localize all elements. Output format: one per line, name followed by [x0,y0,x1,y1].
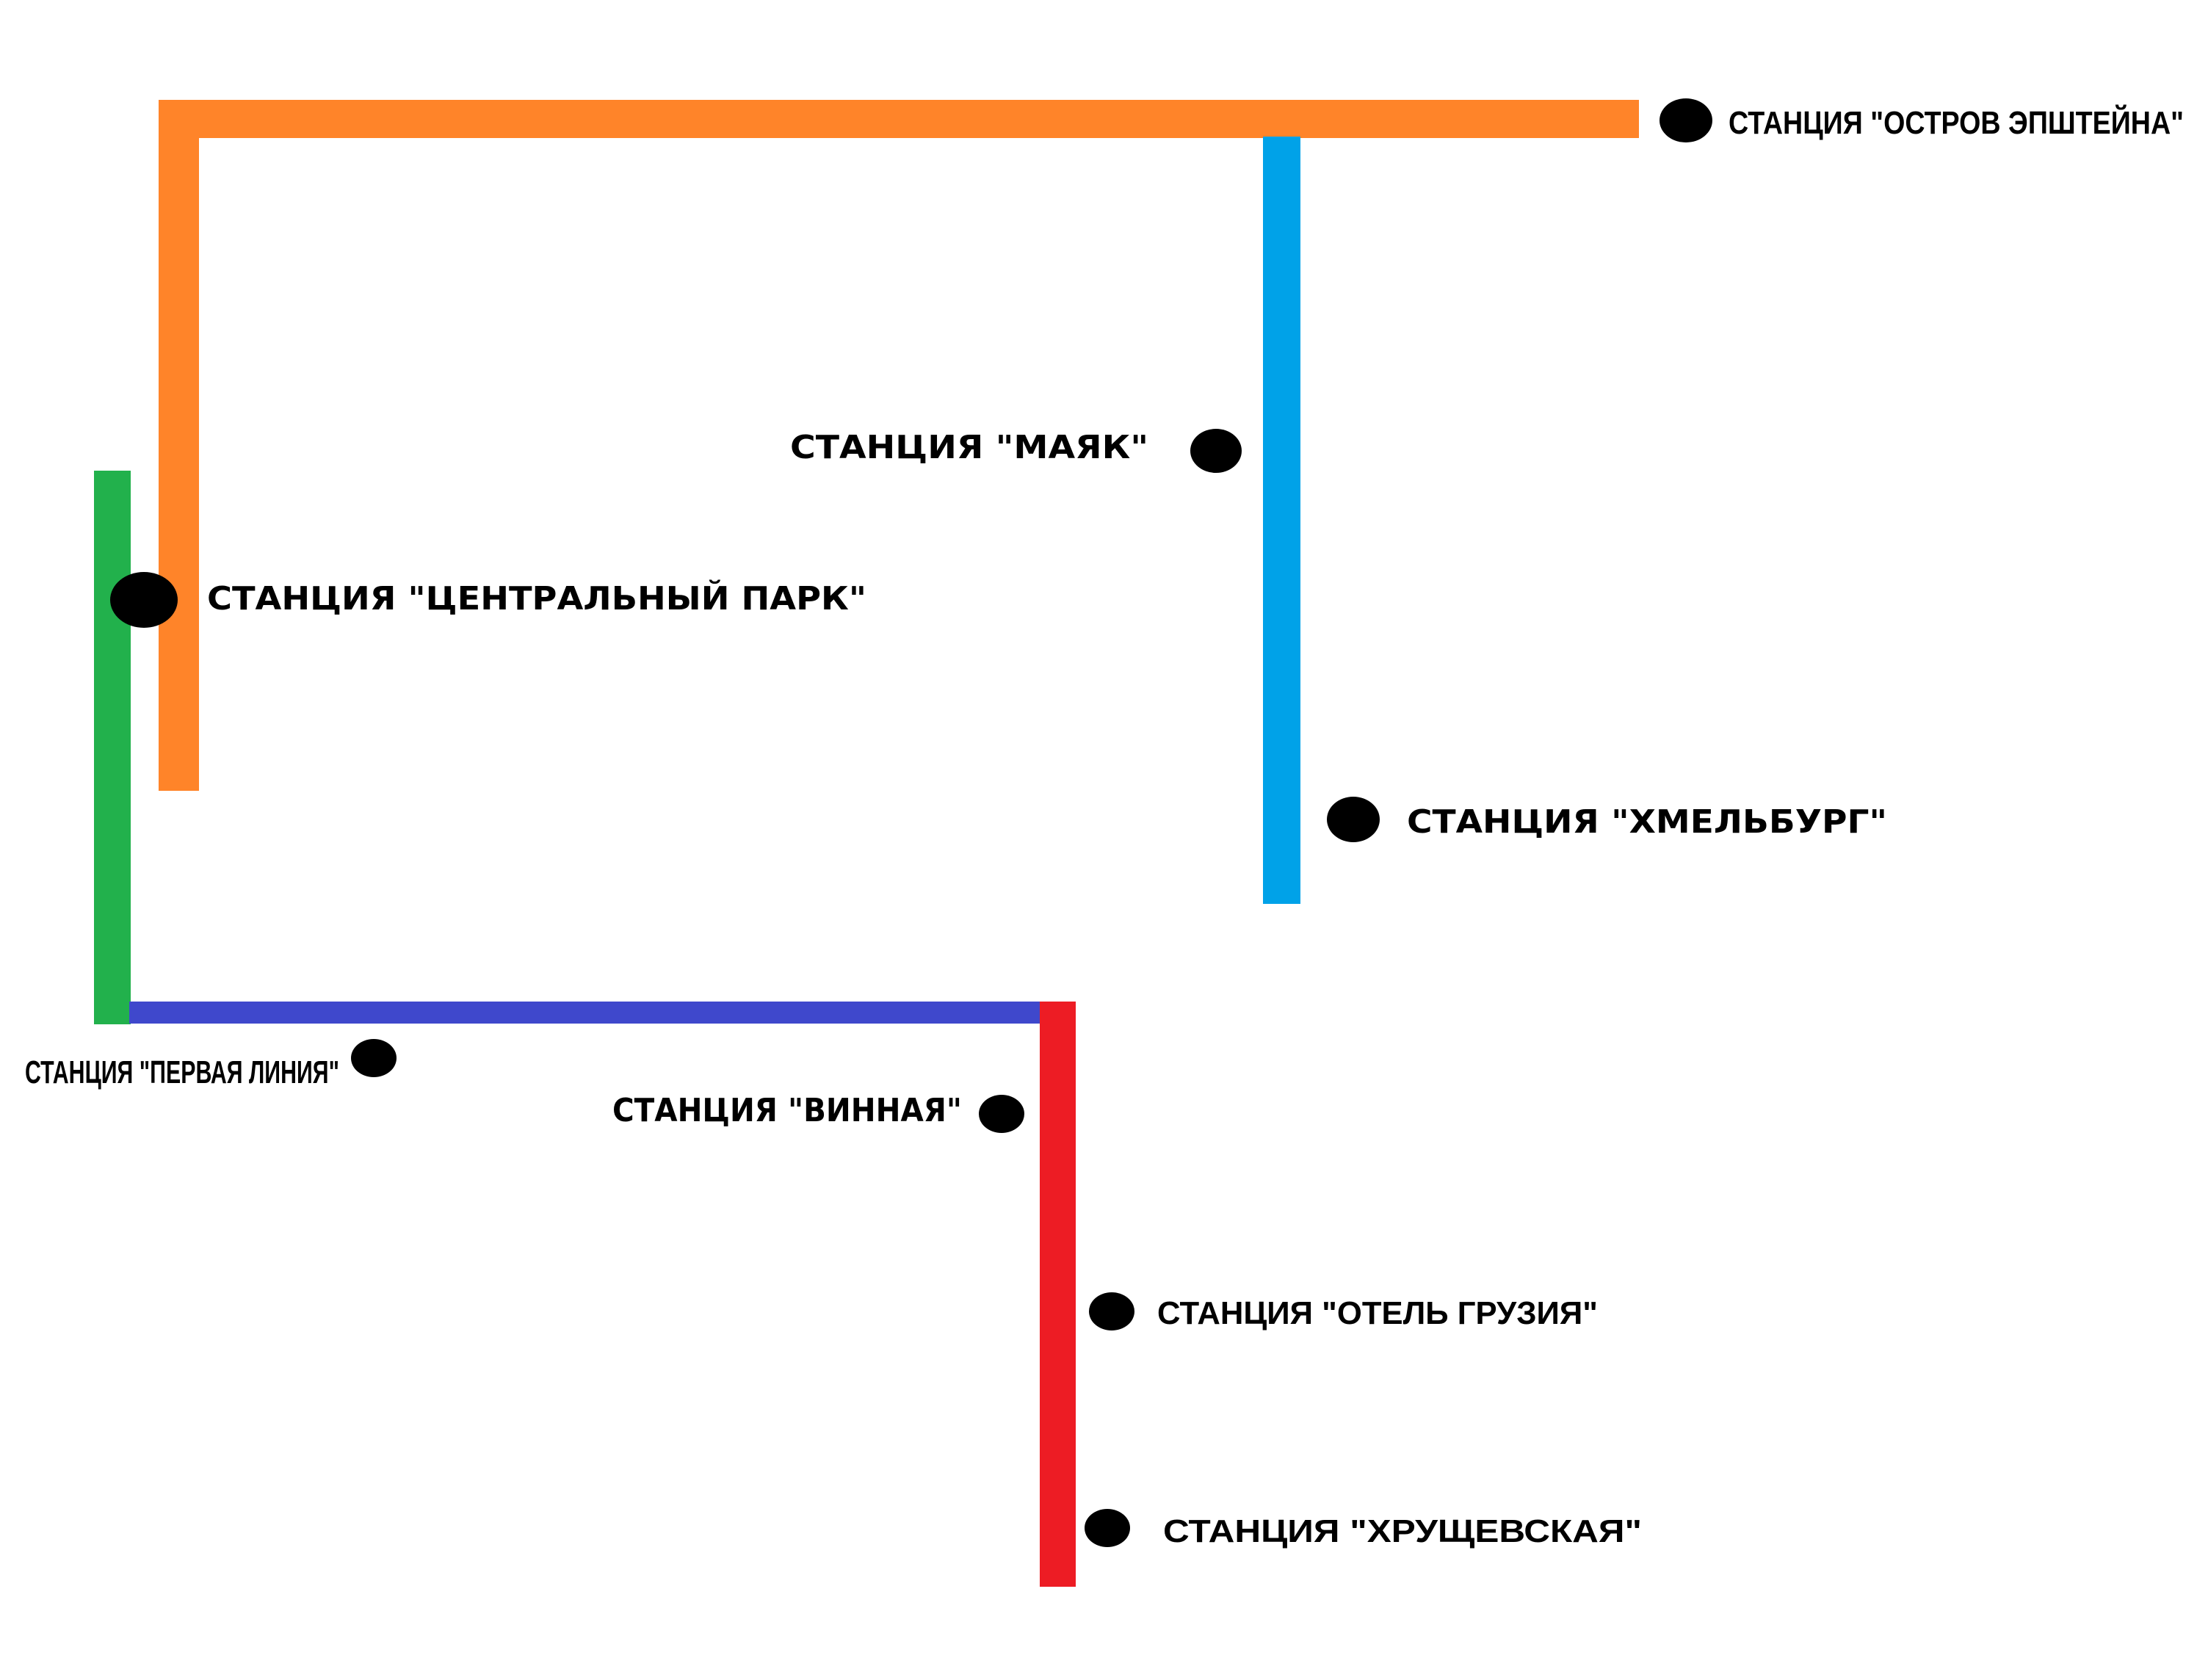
red-line-vertical-segment [1040,1002,1076,1587]
orange-line-horizontal-segment [159,100,1639,138]
green-line [94,471,131,1024]
station-label-vinnaya: СТАНЦИЯ "ВИННАЯ" [612,1092,962,1129]
station-marker-mayak [1190,429,1242,473]
blue-line [129,1002,1040,1024]
station-marker-ostrov [1659,98,1712,142]
cyan-line-vertical-segment [1263,137,1300,904]
orange-line [159,100,1639,791]
station-markers [110,98,1712,1547]
station-label-khrushchevskaya: СТАНЦИЯ "ХРУЩЕВСКАЯ" [1163,1513,1642,1549]
orange-line-vertical-segment [159,100,199,791]
station-marker-khrushchevskaya [1085,1509,1130,1547]
station-label-tsentralny: СТАНЦИЯ "ЦЕНТРАЛЬНЫЙ ПАРК" [207,579,866,618]
red-line [1040,1002,1076,1587]
station-marker-pervaya [351,1039,397,1077]
station-marker-vinnaya [979,1095,1024,1133]
station-label-pervaya: СТАНЦИЯ "ПЕРВАЯ ЛИНИЯ" [25,1054,339,1090]
station-label-ostrov: СТАНЦИЯ "ОСТРОВ ЭПШТЕЙНА" [1729,104,2184,141]
green-line-vertical-segment [94,471,131,1024]
station-label-mayak: СТАНЦИЯ "МАЯК" [790,429,1148,466]
cyan-line [1263,137,1300,904]
station-label-otel: СТАНЦИЯ "ОТЕЛЬ ГРУЗИЯ" [1157,1295,1598,1331]
blue-line-horizontal-segment [129,1002,1040,1024]
station-label-khmelburg: СТАНЦИЯ "ХМЕЛЬБУРГ" [1407,803,1887,841]
station-marker-otel [1089,1292,1134,1330]
station-labels: СТАНЦИЯ "ОСТРОВ ЭПШТЕЙНА" СТАНЦИЯ "МАЯК"… [25,104,2184,1549]
station-marker-khmelburg [1327,797,1380,842]
station-marker-tsentralny [110,572,178,628]
